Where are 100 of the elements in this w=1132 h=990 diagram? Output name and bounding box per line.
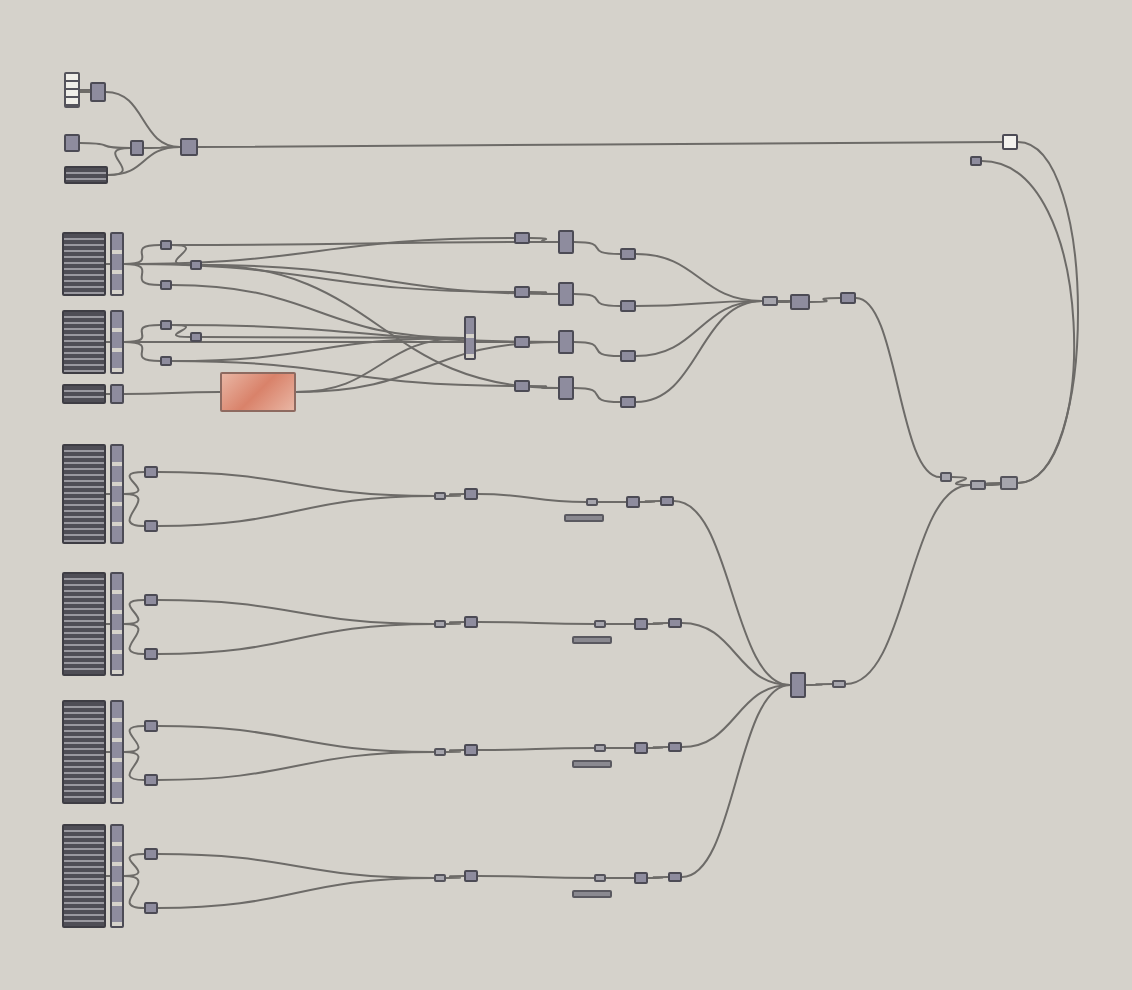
component-box (464, 870, 478, 882)
parameter-box (586, 498, 598, 506)
connector-wire (605, 877, 635, 879)
component-box (190, 332, 202, 342)
parameter-box (434, 620, 446, 628)
component-box (668, 618, 682, 628)
connector-wire (647, 622, 669, 625)
connector-wire (809, 297, 841, 303)
component-box (144, 902, 158, 914)
parameter-box (970, 480, 986, 490)
component-box (970, 156, 982, 166)
connector-wire (477, 621, 595, 625)
connector-wire (681, 684, 791, 878)
highlighted-component-group (220, 372, 296, 412)
connector-wire (573, 341, 621, 357)
connector-wire (573, 387, 621, 403)
connector-wire (123, 725, 145, 753)
component-box (634, 872, 648, 884)
connector-wire (529, 237, 559, 243)
component-column (110, 824, 124, 928)
parameter-box (434, 492, 446, 500)
component-box (558, 282, 574, 306)
component-box (144, 848, 158, 860)
component-box (620, 350, 636, 362)
connector-wire (123, 853, 145, 877)
panel-stack (62, 444, 106, 544)
connector-wire (445, 875, 465, 879)
component-box (180, 138, 198, 156)
component-box (558, 376, 574, 400)
connector-wire (647, 876, 669, 879)
component-box (668, 742, 682, 752)
connector-wire (445, 749, 465, 753)
parameter-box (594, 620, 606, 628)
connector-wire (123, 493, 145, 527)
connector-wire (605, 623, 635, 625)
parameter-box (762, 296, 778, 306)
connector-wire (775, 300, 793, 303)
component-column (110, 444, 124, 544)
component-box (190, 260, 202, 270)
connector-wire (951, 476, 971, 486)
connector-wire (157, 751, 435, 781)
component-box (160, 356, 172, 366)
panel-stack (62, 384, 106, 404)
connector-wire (529, 385, 559, 389)
connector-wire (573, 241, 621, 255)
component-column (110, 572, 124, 676)
component-box (130, 140, 144, 156)
component-box (144, 520, 158, 532)
connector-wire (157, 877, 435, 909)
connector-wire (605, 747, 635, 749)
component-column (110, 310, 124, 374)
connector-wire (123, 263, 515, 293)
component-box (620, 396, 636, 408)
component-box (90, 82, 106, 102)
connector-wire (76, 89, 94, 93)
slider-bar (572, 760, 612, 768)
parameter-box (940, 472, 952, 482)
connector-wire (123, 751, 145, 781)
connector-wire (197, 141, 1003, 148)
parameter-box (434, 748, 446, 756)
connector-wire (171, 244, 191, 266)
component-box (558, 230, 574, 254)
panel-stack (62, 700, 106, 804)
connector-wire (123, 623, 145, 655)
component-column (464, 316, 476, 360)
component-box (144, 466, 158, 478)
parameter-box (1000, 476, 1018, 490)
connector-wire (673, 500, 791, 686)
connector-wire (681, 684, 791, 748)
connector-wire (157, 623, 435, 655)
connector-wire (981, 160, 1075, 484)
component-box (620, 248, 636, 260)
connector-wire (171, 324, 191, 338)
connector-wire (529, 341, 559, 343)
component-box (144, 648, 158, 660)
component-box (790, 672, 806, 698)
connector-wire (805, 683, 833, 686)
component-box (160, 320, 172, 330)
panel-stack (62, 572, 106, 676)
component-box (668, 872, 682, 882)
connector-wire (1017, 141, 1079, 484)
component-column (110, 700, 124, 804)
connector-wire (597, 501, 627, 503)
component-box (64, 134, 80, 152)
component-box (840, 292, 856, 304)
connector-wire (123, 875, 145, 909)
connector-wire (123, 599, 145, 625)
component-box (160, 280, 172, 290)
component-box (790, 294, 810, 310)
component-box (160, 240, 172, 250)
connector-wire (647, 746, 669, 749)
component-box (660, 496, 674, 506)
panel-stack (64, 166, 108, 184)
parameter-box (434, 874, 446, 882)
connector-wire (477, 747, 595, 751)
connector-wire (573, 293, 621, 307)
connector-wire (635, 300, 763, 403)
component-box (144, 594, 158, 606)
output-box (1002, 134, 1018, 150)
component-column (110, 232, 124, 296)
